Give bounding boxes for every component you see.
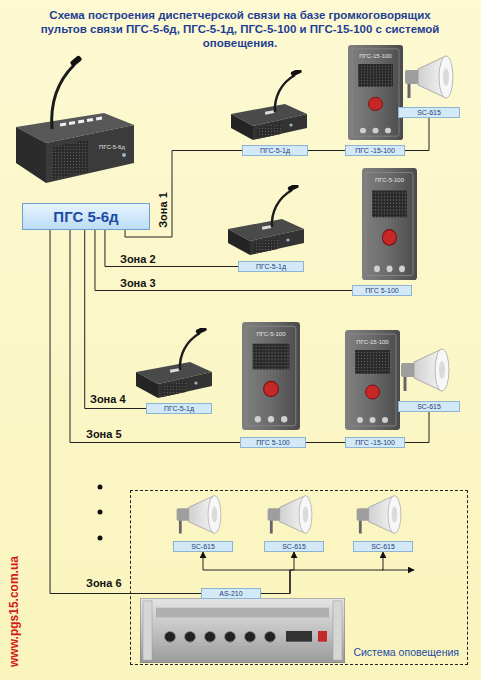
continuation-dot <box>98 510 103 515</box>
speaker-label: SC-615 <box>173 541 233 552</box>
device-label: ПГС -15-100 <box>345 437 405 448</box>
speaker-label: SC-615 <box>264 541 324 552</box>
zone-wire <box>261 552 294 594</box>
horn-speaker-illustration <box>401 349 449 391</box>
desk-console-illustration <box>136 326 212 398</box>
main-console-illustration <box>16 55 134 183</box>
zone-label: Зона 2 <box>120 252 166 266</box>
horn-speaker-illustration <box>177 496 221 534</box>
desk-console-illustration <box>231 68 307 140</box>
node-text: ПГС-5-1д <box>239 262 303 271</box>
node-text: SC-615 <box>265 542 323 551</box>
desk-console-illustration <box>228 183 304 255</box>
wall-unit-illustration <box>348 45 403 140</box>
main-console-label: ПГС 5-6д <box>22 203 150 230</box>
speaker-label: SC-615 <box>398 107 460 118</box>
device-label: ПГС -15-100 <box>345 145 405 156</box>
speaker-label: SC-615 <box>353 541 413 552</box>
horn-speaker-illustration <box>405 56 453 98</box>
device-label: ПГС-5-1д <box>238 261 304 272</box>
zone-wire <box>261 552 383 594</box>
horn-speaker-illustration <box>357 496 401 534</box>
connector-group <box>50 118 429 594</box>
device-face-text: ПГС-15-100 <box>348 52 403 60</box>
zone-wire <box>308 150 345 151</box>
wall-unit-illustration <box>345 330 400 430</box>
node-text: ПГС 5-6д <box>53 208 118 225</box>
node-text: ПГС -15-100 <box>346 438 404 447</box>
website-url: www.pgs15.com.ua <box>6 557 22 667</box>
speaker-label: SC-615 <box>398 401 460 412</box>
zone-label: Зона 6 <box>86 576 132 590</box>
zone-label: Зона 3 <box>120 276 166 290</box>
zone-label: Зона 1 <box>156 187 170 233</box>
node-text: ПГС-5-1д <box>243 146 307 155</box>
device-face-text: ПГС-15-100 <box>345 338 400 346</box>
node-text: SC-615 <box>399 108 459 117</box>
zone-label: Зона 4 <box>90 392 136 406</box>
device-label: ПГС 5-100 <box>240 437 306 448</box>
wall-unit-illustration <box>242 322 300 430</box>
continuation-dot <box>98 536 103 541</box>
node-text: ПГС 5-100 <box>241 438 305 447</box>
zone-wire <box>405 412 429 443</box>
device-face-text: ПГС-5-100 <box>242 330 300 338</box>
amplifier-rack-illustration <box>140 598 345 663</box>
node-text: SC-615 <box>174 542 232 551</box>
bus-continuation-arrow <box>382 570 414 571</box>
device-label: ПГС-5-1д <box>242 145 308 156</box>
device-face-text: ПГС-5-6д <box>92 143 132 151</box>
zone-wire <box>405 118 429 151</box>
zone-wire <box>70 230 240 443</box>
node-text: SC-615 <box>354 542 412 551</box>
amplifier-label: AS-210 <box>201 588 261 599</box>
device-face-text: ПГС-5-100 <box>362 176 417 184</box>
device-label: ПГС 5-100 <box>352 285 412 296</box>
node-text: SC-615 <box>399 402 459 411</box>
node-text: ПГС-5-1д <box>147 404 211 413</box>
zone-label: Зона 5 <box>86 427 132 441</box>
node-text: ПГС 5-100 <box>353 286 411 295</box>
continuation-dot <box>98 485 103 490</box>
zone-wire <box>105 230 238 267</box>
zone-wire <box>95 230 352 291</box>
wall-unit-illustration <box>362 168 417 280</box>
node-text: AS-210 <box>202 589 260 598</box>
diagram-title: Схема построения диспетчерской связи на … <box>30 8 450 50</box>
device-label: ПГС-5-1д <box>146 403 212 414</box>
warning-system-group: Система оповещения SC-615 SC-615 SC-615AS-2… <box>130 490 468 665</box>
horn-speaker-illustration <box>268 496 312 534</box>
node-text: ПГС -15-100 <box>346 146 404 155</box>
node-text: Система оповещения <box>353 646 459 658</box>
zone-wire <box>306 442 345 443</box>
